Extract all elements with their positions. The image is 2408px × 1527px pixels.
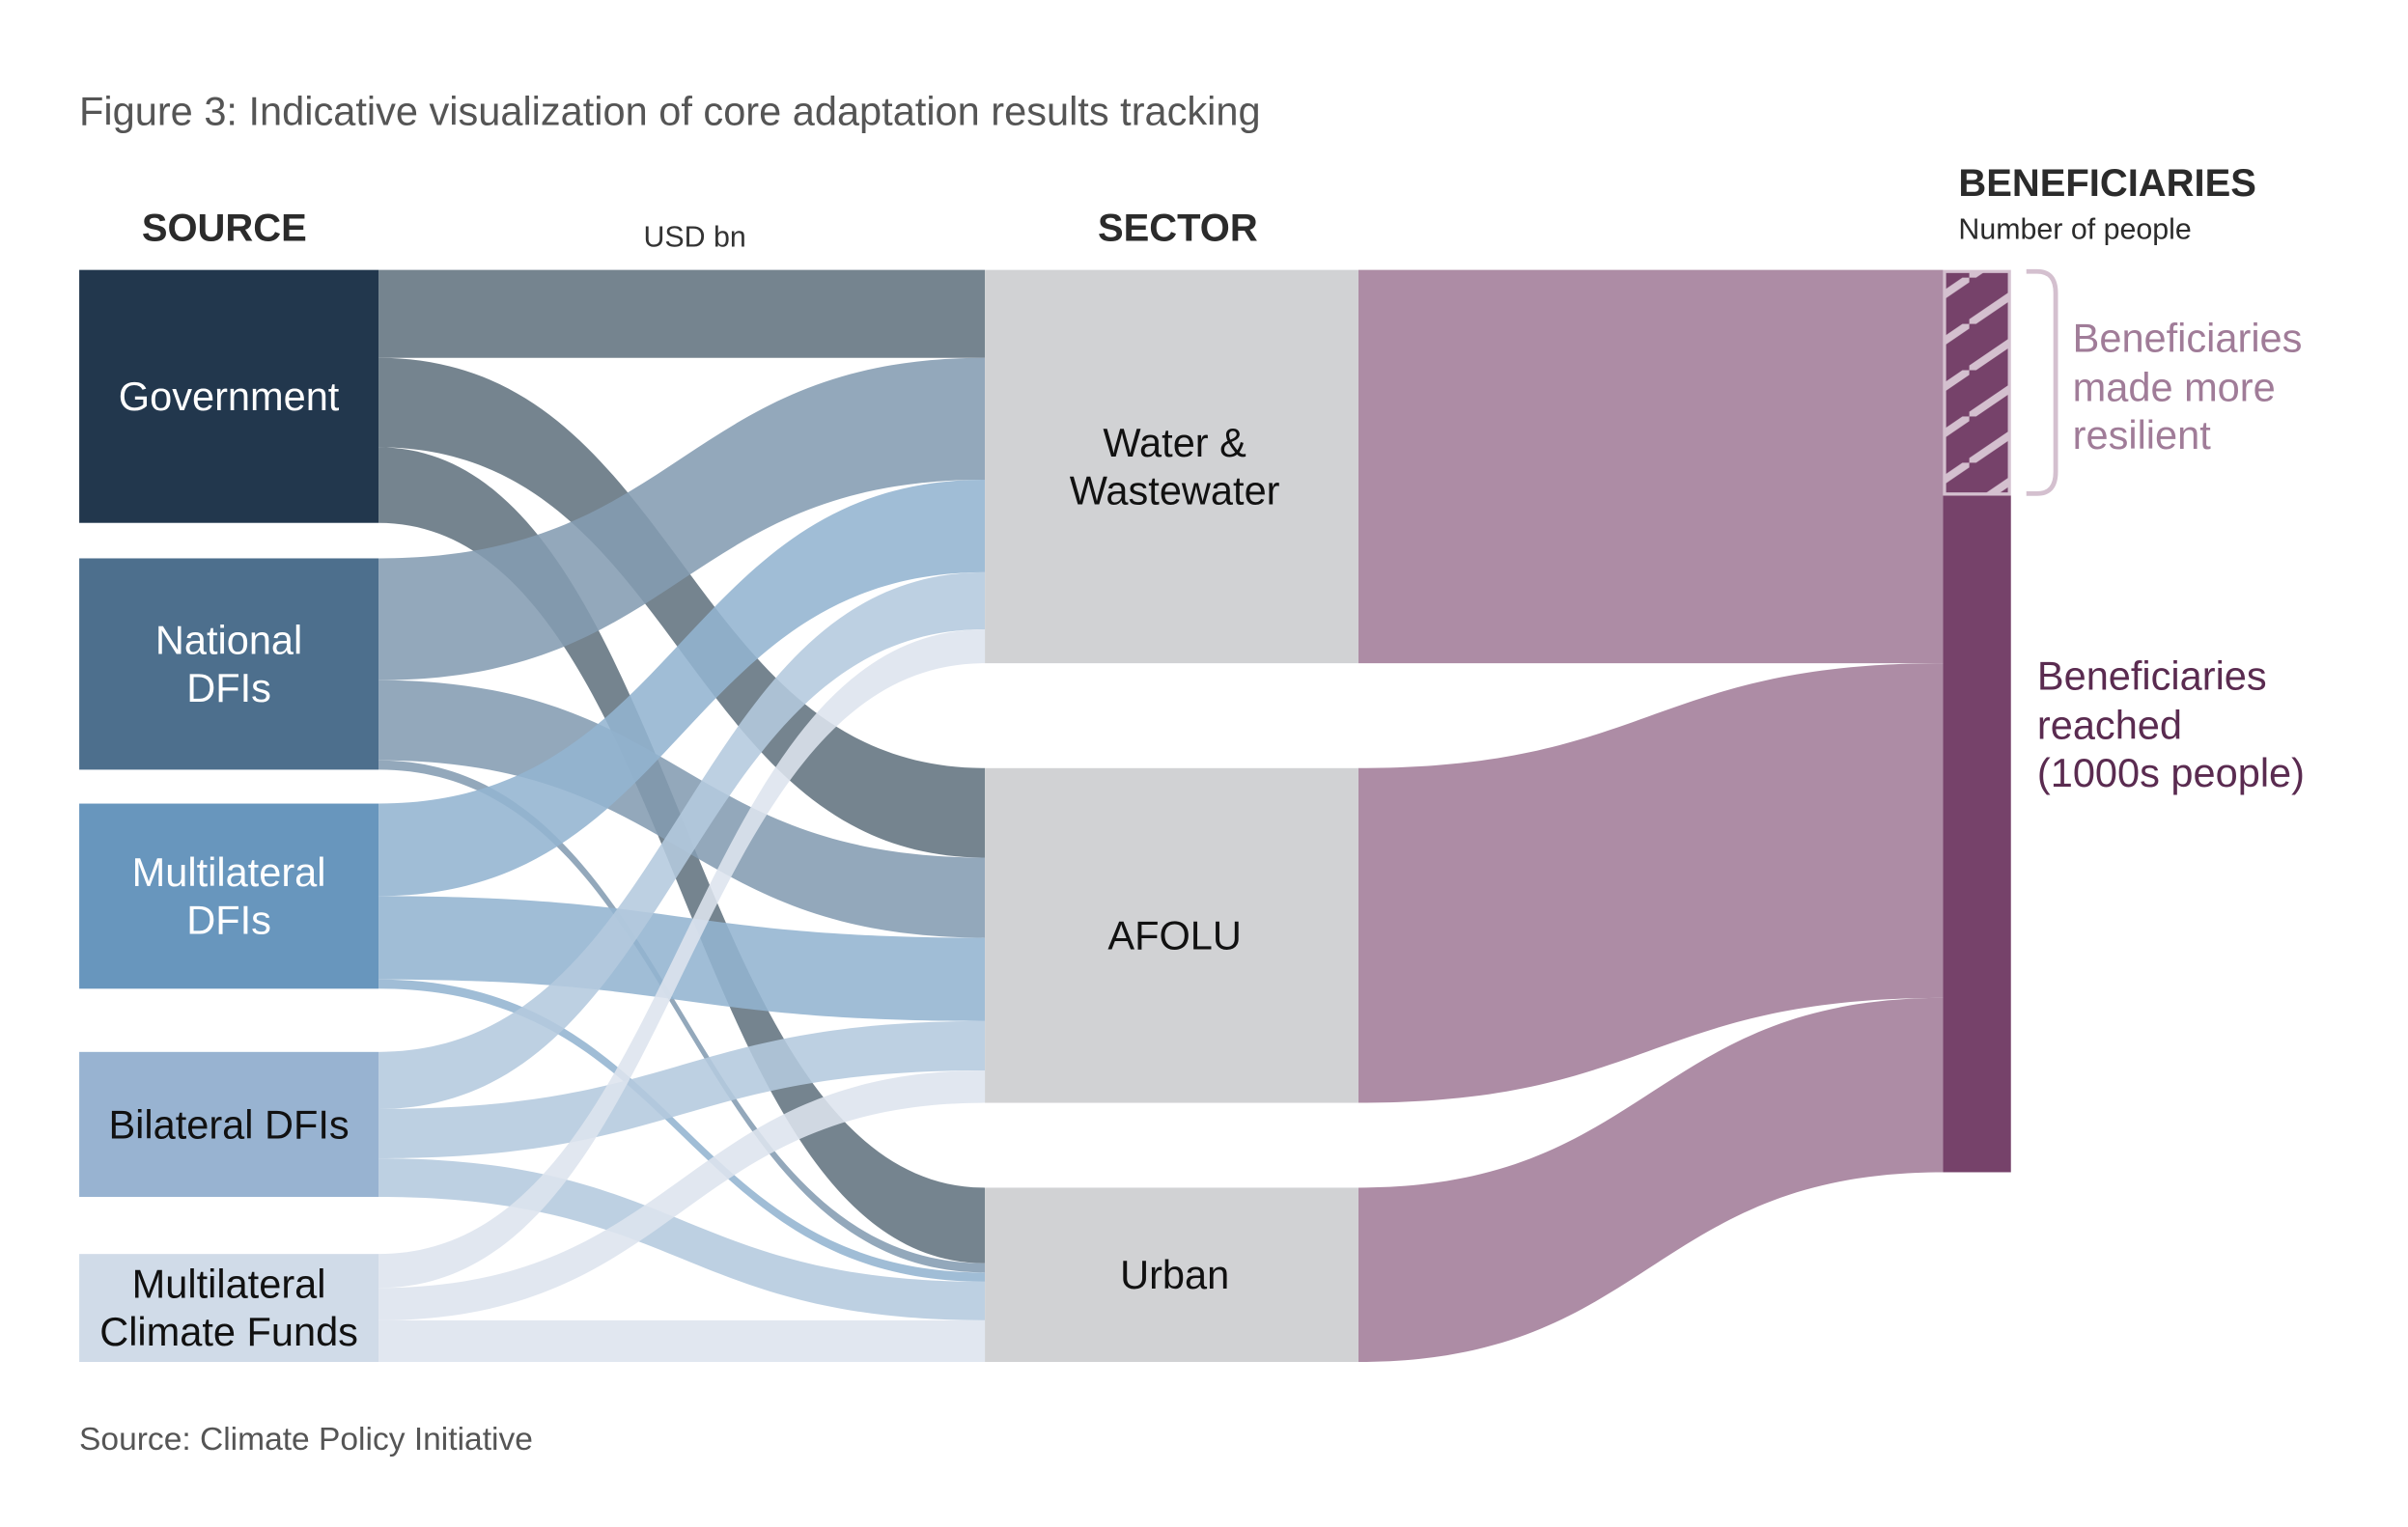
source-node-label: DFIs <box>186 665 271 710</box>
nodes: GovernmentNationalDFIsMultilateralDFIsBi… <box>79 269 1358 1363</box>
sector-node-rect <box>985 1187 1358 1363</box>
sector-node-water: Water &Wastewater <box>985 269 1358 664</box>
units-label: USD bn <box>644 222 746 254</box>
source-note: Source: Climate Policy Initiative <box>79 1422 533 1458</box>
figure-title: Figure 3: Indicative visualization of co… <box>79 88 1261 133</box>
sector-node-label: Wastewater <box>1070 468 1280 514</box>
beneficiary-flow-water <box>1358 269 1944 664</box>
link-mdfi-urban <box>378 979 986 1282</box>
source-node-rect <box>79 269 379 523</box>
source-sector-links <box>378 269 986 1363</box>
source-node-label: Bilateral DFIs <box>108 1101 349 1147</box>
source-node-rect <box>79 1051 379 1198</box>
beneficiaries-header: BENEFICIARIES <box>1958 162 2255 205</box>
link-mcf-water <box>378 628 986 1289</box>
beneficiary-flow-afolu <box>1358 663 1944 1103</box>
link-nat-water <box>378 357 986 680</box>
sector-node-label: Water & <box>1103 420 1246 465</box>
reached-label: Beneficiaries reached (1000s people) <box>2037 652 2305 795</box>
source-node-label: National <box>155 618 302 663</box>
source-node-label: Multilateral <box>132 849 326 895</box>
link-nat-urban <box>378 760 986 1273</box>
link-bil-afolu <box>378 1020 986 1159</box>
beneficiary-flows <box>1358 269 1944 1363</box>
sector-node-urban: Urban <box>985 1187 1358 1363</box>
link-mdfi-water <box>378 479 986 897</box>
link-gov-afolu <box>378 357 986 858</box>
source-node-rect <box>79 803 379 989</box>
sector-node-label: Urban <box>1120 1252 1229 1297</box>
resilient-label: Beneficiaries made more resilient <box>2073 315 2313 458</box>
source-node-rect <box>79 1254 379 1363</box>
beneficiary-flow-urban <box>1358 997 1944 1363</box>
beneficiaries-bar <box>1943 269 2011 1173</box>
sector-node-label: AFOLU <box>1107 913 1241 958</box>
source-node-rect <box>79 558 379 770</box>
sector-node-rect <box>985 767 1358 1103</box>
link-mcf-afolu <box>378 1069 986 1320</box>
resilient-bracket <box>2026 268 2058 496</box>
source-node-label: Climate Funds <box>99 1309 358 1354</box>
link-nat-afolu <box>378 680 986 938</box>
sector-header: SECTOR <box>1098 207 1258 249</box>
source-node-label: DFIs <box>186 898 271 943</box>
sector-node-afolu: AFOLU <box>985 767 1358 1103</box>
sector-node-rect <box>985 269 1358 664</box>
source-node-label: Government <box>119 374 340 419</box>
link-gov-water <box>378 269 986 358</box>
source-node-bil: Bilateral DFIs <box>79 1051 379 1198</box>
beneficiaries-subheader: Number of people <box>1958 214 2191 246</box>
source-node-gov: Government <box>79 269 379 523</box>
beneficiaries-resilient-bar <box>1943 269 2011 496</box>
source-node-label: Multilateral <box>132 1262 326 1307</box>
beneficiaries-reached-bar <box>1943 495 2011 1173</box>
source-header: SOURCE <box>142 207 307 249</box>
link-mcf-urban <box>378 1319 986 1363</box>
link-bil-water <box>378 571 986 1109</box>
